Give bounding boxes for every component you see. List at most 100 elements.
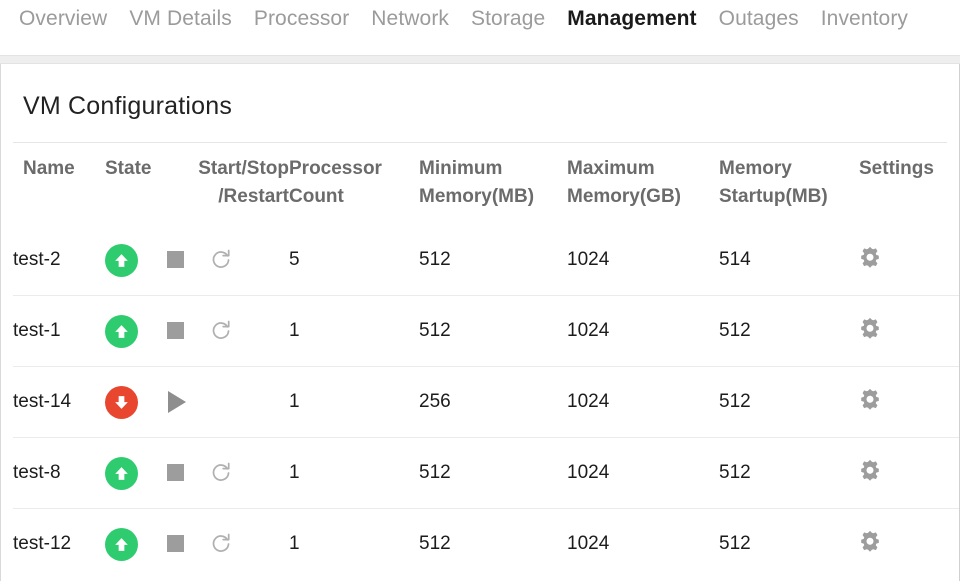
stop-icon[interactable] [167,322,184,340]
tab-label: Inventory [820,7,909,30]
vm-configurations-card: VM Configurations Name State Start/Stop … [0,64,960,581]
column-header-processor-label: Processor [289,158,382,179]
cell-minimum-memory: 512 [419,437,567,509]
restart-icon[interactable] [210,249,232,271]
arrow-up-circle-icon[interactable] [105,456,138,490]
restart-icon[interactable] [210,320,232,342]
cell-controls [167,295,289,367]
cell-maximum-memory: 1024 [567,295,719,367]
column-header-minimum-label2: Memory(MB) [419,186,535,207]
page-title: VM Configurations [23,92,233,120]
tab-label: VM Details [129,7,232,30]
cell-settings [859,509,959,580]
cell-settings [859,225,959,296]
cell-state [105,225,167,296]
restart-icon[interactable] [210,462,232,484]
column-header-control-label2: /Restart [218,186,289,207]
tab-label: Overview [19,7,108,30]
cell-processor-count: 1 [289,295,419,367]
cell-controls [167,225,289,296]
cell-vm-name: test-2 [13,225,105,296]
table-header: Name State Start/Stop /Restart Processor… [13,143,959,225]
arrow-up-circle-icon[interactable] [105,243,138,277]
column-header-minimum-label: Minimum [419,158,503,179]
tab-overview[interactable]: Overview [8,0,118,29]
gear-icon[interactable] [859,459,881,481]
column-header-maximum-label: Maximum [567,158,655,179]
cell-controls [167,509,289,580]
cell-minimum-memory: 512 [419,295,567,367]
tab-outages[interactable]: Outages [708,0,810,29]
cell-memory-startup: 514 [719,225,859,296]
column-header-maximum-label2: Memory(GB) [567,186,682,207]
arrow-up-circle-icon[interactable] [105,314,138,348]
tab-inventory[interactable]: Inventory [810,0,919,29]
stop-icon[interactable] [167,535,184,553]
tab-network[interactable]: Network [360,0,460,29]
restart-icon[interactable] [210,533,232,555]
cell-processor-count: 1 [289,437,419,509]
title-divider [13,142,947,143]
tab-bar-separator [0,55,960,64]
tab-label: Processor [253,7,350,30]
column-header-minimum-memory: Minimum Memory(MB) [419,143,567,225]
cell-memory-startup: 512 [719,437,859,509]
tab-label: Outages [718,7,799,30]
column-header-startup-label2: Startup(MB) [719,186,828,207]
stop-icon[interactable] [167,251,184,269]
column-header-name-label: Name [23,158,75,179]
column-header-processor-label2: Count [289,186,344,207]
cell-maximum-memory: 1024 [567,366,719,438]
column-header-settings-label: Settings [859,158,934,179]
cell-vm-name: test-14 [13,366,105,438]
tab-vm-details[interactable]: VM Details [118,0,243,29]
tab-storage[interactable]: Storage [460,0,556,29]
tab-label: Network [371,7,450,30]
play-icon[interactable] [168,390,186,413]
cell-state [105,366,167,438]
tab-processor[interactable]: Processor [243,0,360,29]
tab-label: Management [567,7,697,30]
cell-minimum-memory: 512 [419,533,451,554]
cell-controls [167,366,289,438]
cell-state [105,437,167,509]
gear-icon[interactable] [859,317,881,339]
cell-vm-name: test-1 [13,295,105,367]
cell-memory-startup: 512 [719,366,859,438]
cell-processor-count: 1 [289,366,419,438]
cell-vm-name: test-8 [13,437,105,509]
cell-settings [859,437,959,509]
cell-state [105,295,167,367]
table-header-row: Name State Start/Stop /Restart Processor… [13,143,959,225]
column-header-control: Start/Stop /Restart [167,143,289,225]
cell-processor-count: 1 [289,533,300,554]
gear-icon[interactable] [859,246,881,268]
cell-minimum-memory: 256 [419,366,567,438]
stop-icon[interactable] [167,464,184,482]
arrow-up-circle-icon[interactable] [105,527,138,561]
column-header-control-label: Start/Stop [198,158,289,179]
tab-bar: Overview VM Details Processor Network Storag… [0,0,960,68]
cell-settings [859,295,959,367]
tab-label: Storage [471,7,546,30]
gear-icon[interactable] [859,530,881,552]
cell-processor-count: 5 [289,225,419,296]
cell-maximum-memory: 1024 [567,225,719,296]
cell-maximum-memory: 1024 [567,533,610,554]
arrow-down-circle-icon[interactable] [105,385,138,419]
tab-management[interactable]: Management [556,0,707,68]
cell-settings [859,366,959,438]
cell-state [105,509,167,580]
gear-icon[interactable] [859,388,881,410]
cell-maximum-memory: 1024 [567,437,719,509]
cell-vm-name: test-12 [13,533,72,554]
column-header-settings: Settings [859,143,959,225]
vm-configurations-table: Name State Start/Stop /Restart Processor… [13,143,959,579]
cell-controls [167,437,289,509]
